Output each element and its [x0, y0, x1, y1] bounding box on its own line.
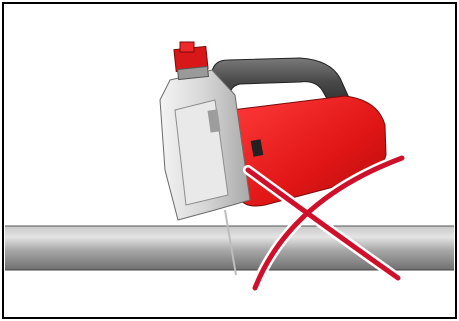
instruction-illustration: [0, 0, 459, 321]
